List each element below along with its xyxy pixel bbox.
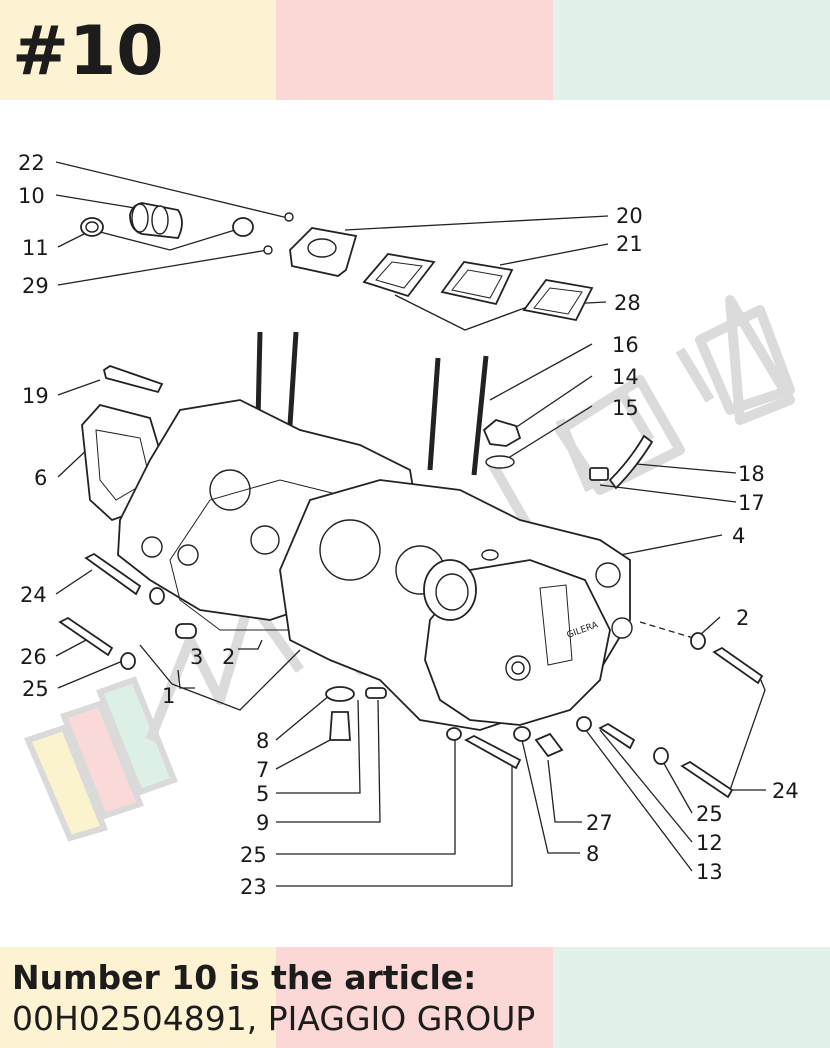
callout-9: 9 bbox=[256, 811, 269, 835]
callout-1: 1 bbox=[162, 684, 175, 708]
callout-8-left: 8 bbox=[256, 729, 269, 753]
callout-8-right: 8 bbox=[586, 842, 599, 866]
callout-22: 22 bbox=[18, 151, 45, 175]
callout-13: 13 bbox=[696, 860, 723, 884]
callout-20: 20 bbox=[616, 204, 643, 228]
footer-color-band bbox=[0, 947, 830, 1048]
callout-28: 28 bbox=[614, 291, 641, 315]
callout-labels: 22 10 11 29 20 21 28 16 14 15 19 6 18 17… bbox=[18, 151, 799, 899]
engine-crankcase-exploded-view-icon: GILERA bbox=[58, 202, 764, 799]
watermark-stripe-yellow bbox=[23, 724, 109, 842]
band-segment-yellow bbox=[0, 947, 276, 1048]
callout-24-right: 24 bbox=[772, 779, 799, 803]
caption-article: 00H02504891, PIAGGIO GROUP bbox=[12, 999, 536, 1038]
callout-7: 7 bbox=[256, 758, 269, 782]
exploded-parts-diagram: GILERA 22 10 11 29 bbox=[18, 151, 799, 899]
callout-23: 23 bbox=[240, 875, 267, 899]
callout-12: 12 bbox=[696, 831, 723, 855]
band-segment-yellow bbox=[0, 0, 276, 100]
callout-11: 11 bbox=[22, 236, 49, 260]
callout-2-right: 2 bbox=[736, 606, 749, 630]
watermark-stripe-mint bbox=[96, 676, 178, 796]
callout-14: 14 bbox=[612, 365, 639, 389]
callout-4: 4 bbox=[732, 524, 745, 548]
leader-lines bbox=[55, 161, 766, 887]
band-segment-pink bbox=[276, 947, 553, 1048]
callout-25-right: 25 bbox=[696, 802, 723, 826]
callout-15: 15 bbox=[612, 396, 639, 420]
callout-16: 16 bbox=[612, 333, 639, 357]
watermark-stripe-pink bbox=[60, 700, 144, 820]
callout-25-bottom: 25 bbox=[240, 843, 267, 867]
callout-6: 6 bbox=[34, 466, 47, 490]
callout-21: 21 bbox=[616, 232, 643, 256]
callout-19: 19 bbox=[22, 384, 49, 408]
band-segment-mint bbox=[553, 947, 830, 1048]
page-title: #10 bbox=[12, 12, 164, 91]
callout-5: 5 bbox=[256, 782, 269, 806]
callout-3: 3 bbox=[190, 645, 203, 669]
callout-2-left: 2 bbox=[222, 645, 235, 669]
callout-24-left: 24 bbox=[20, 583, 47, 607]
callout-18: 18 bbox=[738, 462, 765, 486]
band-segment-pink bbox=[276, 0, 553, 100]
callout-26: 26 bbox=[20, 645, 47, 669]
callout-10: 10 bbox=[18, 184, 45, 208]
caption-title: Number 10 is the article: bbox=[12, 958, 477, 997]
callout-17: 17 bbox=[738, 491, 765, 515]
callout-27: 27 bbox=[586, 811, 613, 835]
band-segment-mint bbox=[553, 0, 830, 100]
callout-25-left: 25 bbox=[22, 677, 49, 701]
callout-29: 29 bbox=[22, 274, 49, 298]
header-color-band bbox=[0, 0, 830, 100]
